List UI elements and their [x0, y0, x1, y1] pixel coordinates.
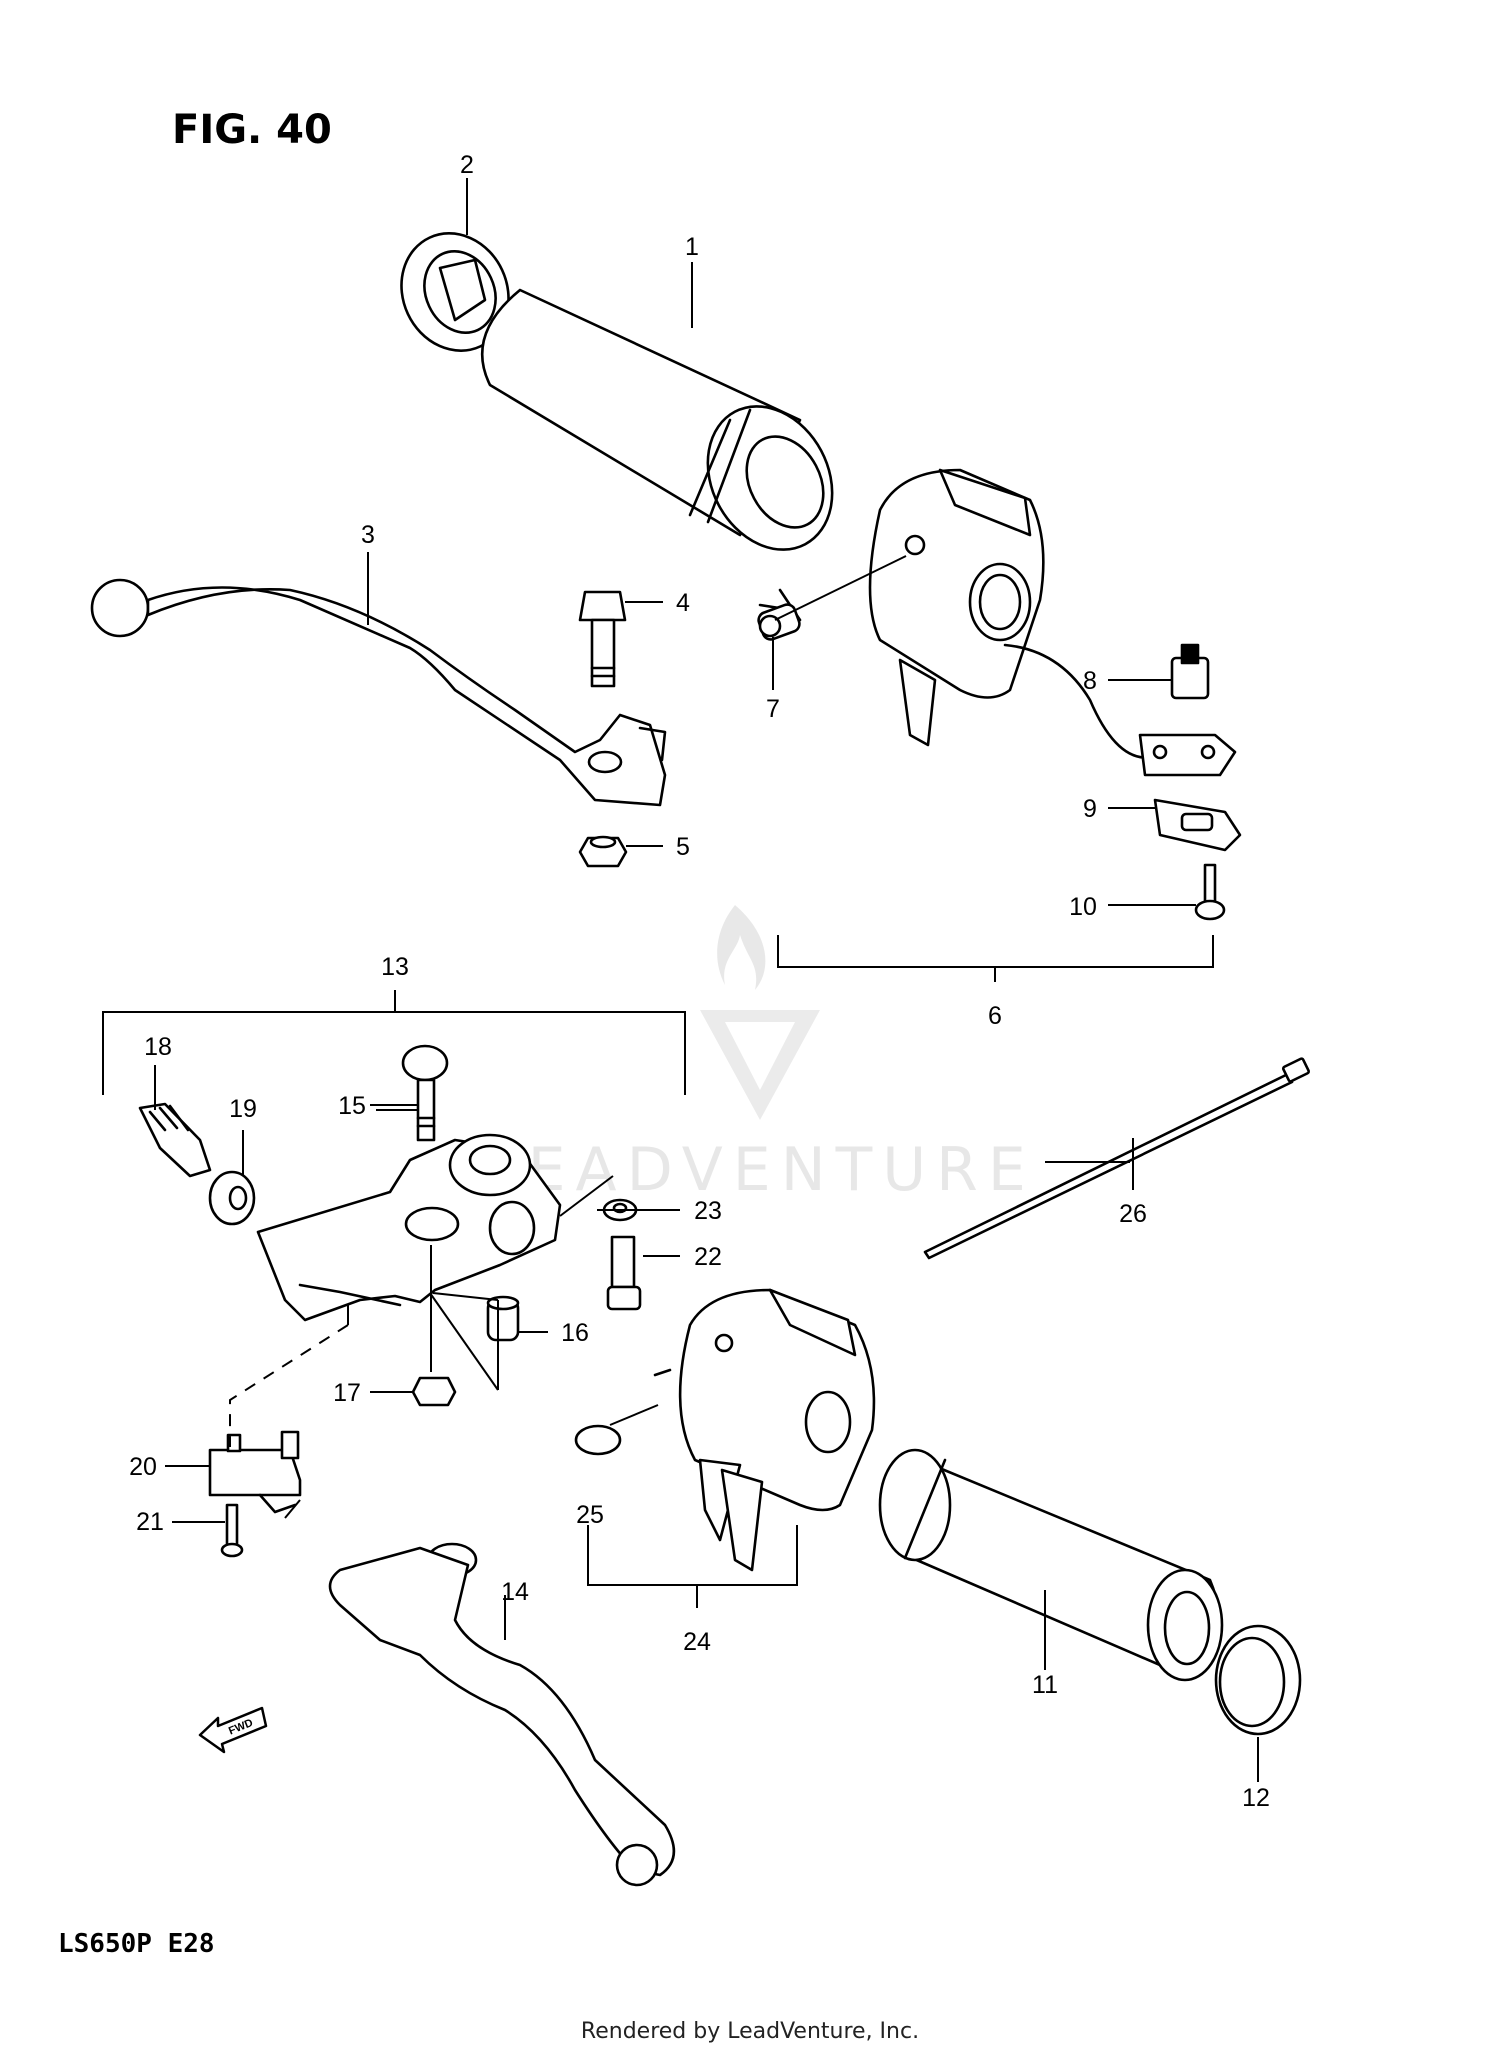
callout-9: 9 [1083, 795, 1097, 823]
callout-12: 12 [1242, 1784, 1270, 1812]
part-18-cable-adjuster [138, 1102, 212, 1178]
callout-20: 20 [129, 1453, 157, 1481]
callout-1: 1 [685, 233, 699, 261]
part-24-left-switch-housing [574, 1288, 876, 1572]
callout-4: 4 [676, 589, 690, 617]
callout-22: 22 [694, 1243, 722, 1271]
part-6-right-switch-housing [757, 468, 1162, 759]
footer-credit: Rendered by LeadVenture, Inc. [581, 2019, 919, 2044]
part-11-handlebar-grip [878, 1448, 1224, 1682]
part-10-screw [1194, 863, 1226, 921]
part-5-nut [578, 835, 628, 868]
bracket-13 [102, 1011, 686, 1095]
watermark-text: LEADVENTURE [484, 1135, 1036, 1205]
callout-16: 16 [561, 1319, 589, 1347]
fwd-arrow-icon: FWD [198, 1706, 268, 1754]
callout-6: 6 [988, 1002, 1002, 1030]
watermark-flame-icon [717, 905, 766, 990]
callout-10: 10 [1069, 893, 1097, 921]
callout-11: 11 [1032, 1671, 1058, 1699]
callout-17: 17 [333, 1379, 361, 1407]
callout-13: 13 [381, 953, 409, 981]
callout-labels: 1 2 3 4 5 6 7 8 9 10 11 12 13 14 15 16 1… [129, 151, 1270, 1812]
callout-18: 18 [144, 1033, 172, 1061]
bracket-6 [777, 935, 1214, 968]
part-7-screw [758, 614, 782, 638]
leadventure-watermark: LEADVENTURE [484, 905, 1036, 1205]
callout-19: 19 [229, 1095, 257, 1123]
part-17-nut [411, 1376, 457, 1407]
part-3-clutch-lever [90, 578, 667, 807]
watermark-v-icon [700, 1010, 820, 1120]
model-code: LS650P E28 [58, 1929, 215, 1959]
callout-7: 7 [766, 695, 780, 723]
assembly-brackets [102, 935, 1214, 1608]
callout-2: 2 [460, 151, 474, 179]
callout-25: 25 [576, 1501, 604, 1529]
callout-5: 5 [676, 833, 690, 861]
part-19-lock-nut [208, 1170, 256, 1226]
part-13-lever-holder [256, 1133, 562, 1322]
part-2-grip-end-ring [400, 232, 510, 352]
part-8-connector [1170, 643, 1210, 700]
part-22-holder-bolt [606, 1235, 642, 1311]
leader-lines [154, 178, 1259, 1782]
callout-26: 26 [1119, 1200, 1147, 1228]
callout-3: 3 [361, 521, 375, 549]
part-21-screw [220, 1503, 244, 1558]
part-14-brake-lever [328, 1542, 676, 1887]
part-4-lever-bolt [578, 590, 627, 688]
part-26-cable-tie [923, 1057, 1311, 1260]
part-20-clutch-switch [208, 1430, 302, 1514]
bracket-24 [587, 1525, 798, 1586]
callout-23: 23 [694, 1197, 722, 1225]
part-1-throttle-grip [481, 288, 834, 551]
callout-8: 8 [1083, 667, 1097, 695]
callout-14: 14 [501, 1578, 529, 1606]
part-12-grip-end-cap [1214, 1624, 1302, 1736]
part-16-spacer [486, 1295, 520, 1342]
part-15-pivot-pin [401, 1044, 449, 1142]
part-9-wire-clamp [1138, 733, 1242, 852]
figure-title: FIG. 40 [172, 107, 332, 153]
callout-15: 15 [338, 1092, 366, 1120]
callout-24: 24 [683, 1628, 711, 1656]
callout-21: 21 [136, 1508, 164, 1536]
